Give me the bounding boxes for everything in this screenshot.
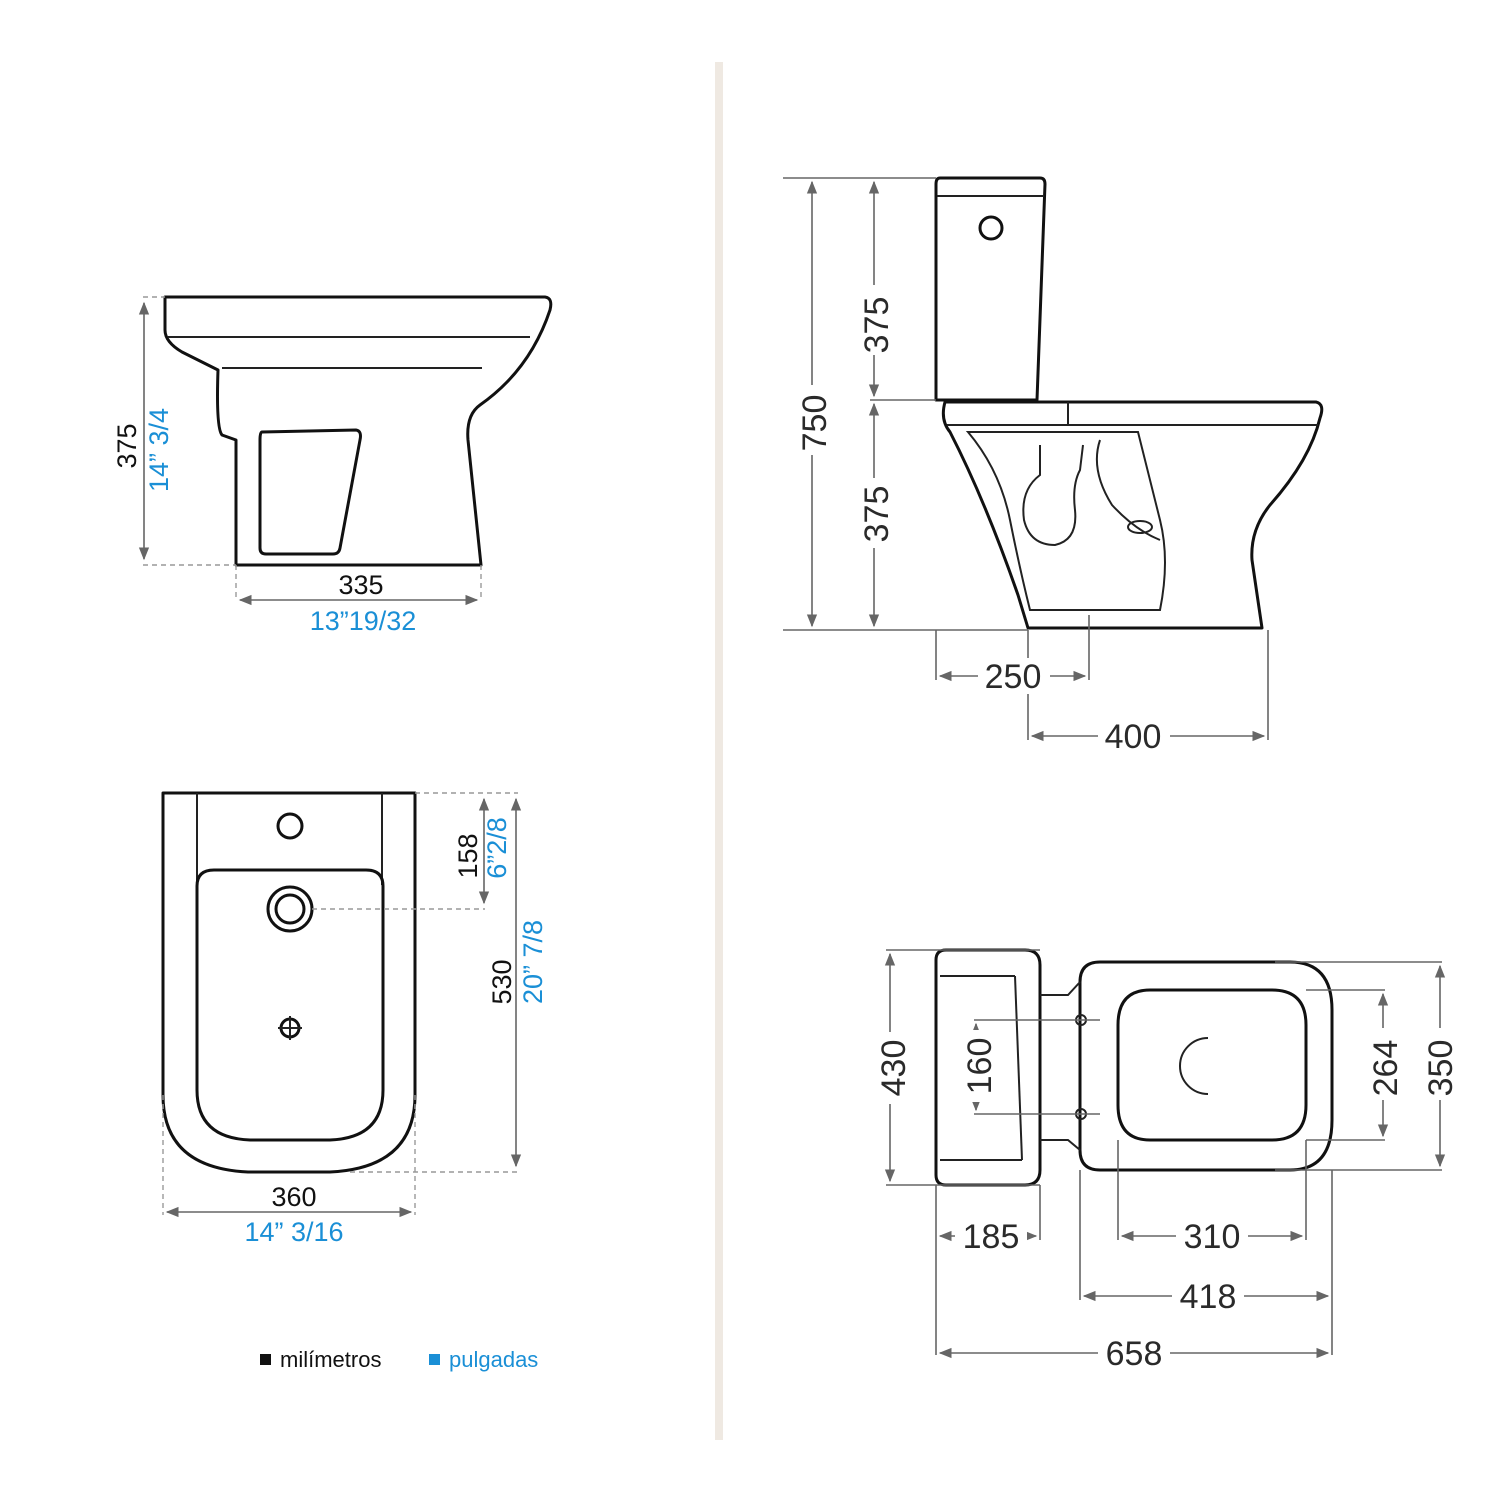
- mm-legend-label: milímetros: [280, 1347, 381, 1372]
- wc-seat-opening: [1116, 988, 1308, 1142]
- unit-legend: milímetros pulgadas: [260, 1347, 538, 1372]
- wc-tank-depth-label: 185: [963, 1218, 1020, 1256]
- bidet-depth-in: 20” 7/8: [518, 920, 548, 1004]
- flush-button-icon: [978, 215, 1004, 241]
- bidet-tap-offset-mm: 158: [453, 833, 483, 878]
- wc-trapway: [965, 431, 1166, 611]
- wc-outlet-distance-label: 250: [985, 658, 1042, 696]
- bidet-width-mm: 335: [338, 570, 383, 600]
- panel-divider: [715, 62, 723, 1440]
- inch-legend-marker: [429, 1354, 440, 1365]
- tap-hole-icon: [276, 812, 304, 840]
- wc-bowl-width-label: 350: [1422, 1040, 1460, 1097]
- inch-legend-label: pulgadas: [449, 1347, 538, 1372]
- bidet-top-width-in: 14” 3/16: [244, 1217, 343, 1247]
- bidet-tap-offset-in: 6”2/8: [482, 817, 512, 879]
- bidet-height-in: 14” 3/4: [144, 408, 174, 492]
- wc-total-height-label: 750: [796, 395, 834, 452]
- bidet-top-outline: [161, 791, 417, 1174]
- bidet-top-width-mm: 360: [271, 1182, 316, 1212]
- wc-seat-length-label: 310: [1184, 1218, 1241, 1256]
- bidet-width-in: 13”19/32: [310, 606, 417, 636]
- bidet-base-opening: [258, 428, 362, 556]
- bidet-height-mm: 375: [112, 423, 142, 468]
- mm-legend-marker: [260, 1354, 271, 1365]
- wc-top-bowl-length-label: 418: [1180, 1278, 1237, 1316]
- bidet-top-view: 158 6”2/8 530 20” 7/8 360 14” 3/16: [161, 791, 548, 1247]
- wc-total-length-label: 658: [1106, 1335, 1163, 1373]
- wc-top-view: 430 160 264 350 185 310 418 658: [873, 948, 1460, 1373]
- bidet-side-view: 375 14” 3/4 335 13”19/32: [112, 295, 553, 636]
- wc-tank-outline: [934, 176, 1047, 402]
- bidet-depth-mm: 530: [487, 959, 517, 1004]
- wc-bowl-height-label: 375: [858, 486, 896, 543]
- drain-inner-icon: [274, 893, 306, 925]
- wc-side-view: 750 375 375 250 400: [783, 176, 1324, 756]
- wc-drain-arc: [1179, 1037, 1209, 1095]
- wc-fixing-distance-label: 160: [961, 1038, 999, 1095]
- bidet-top-basin: [195, 868, 385, 1142]
- bidet-side-outline: [163, 295, 553, 567]
- wc-bowl-length-label: 400: [1105, 718, 1162, 756]
- wc-bowl-outline: [941, 400, 1324, 630]
- wc-tank-height-label: 375: [858, 297, 896, 354]
- wc-tank-width-label: 430: [875, 1040, 913, 1097]
- wc-seat-opening-label: 264: [1367, 1040, 1405, 1097]
